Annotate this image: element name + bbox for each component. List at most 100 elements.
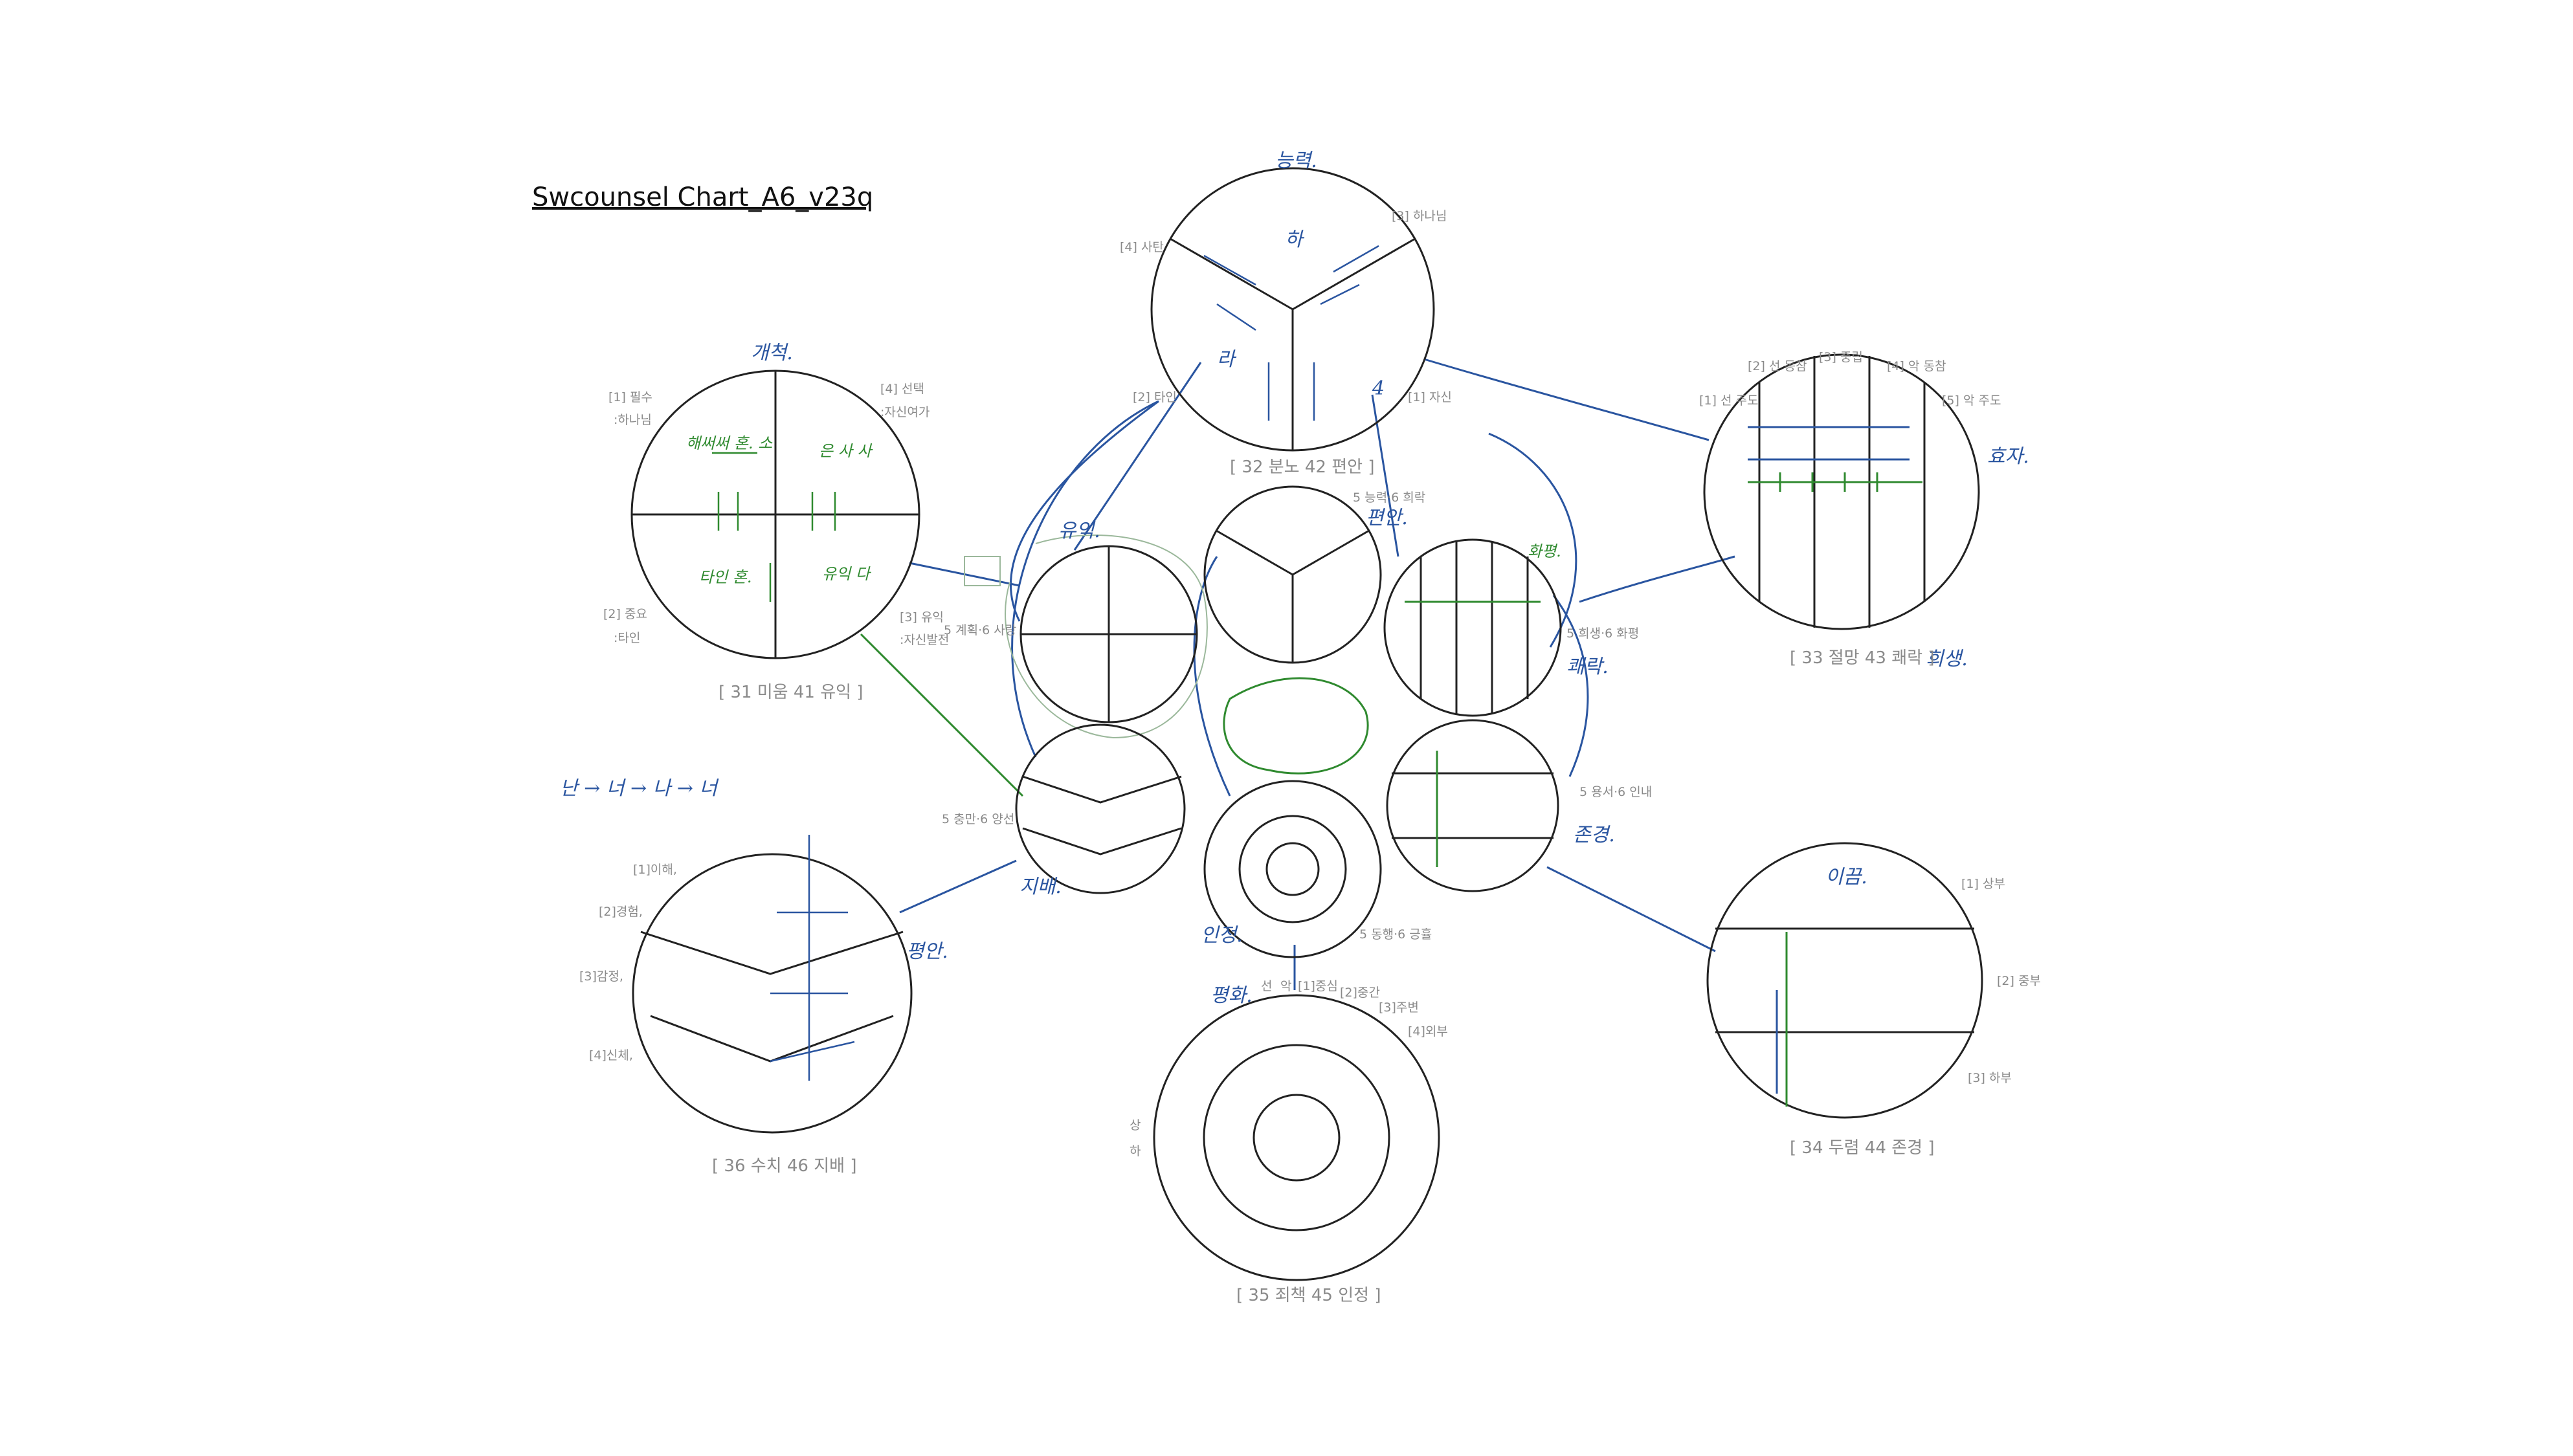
diagram-label: 편안. — [1366, 507, 1408, 529]
chart-31-top-label: 개척. — [751, 342, 793, 364]
small-box — [964, 556, 1001, 586]
connector-lines-green — [860, 633, 1369, 797]
diagram-label: [1] 상부 — [1961, 877, 2005, 891]
chart-35-top-label: 평화. — [1210, 984, 1253, 1007]
chart-36-note: 난 → 너 → 나 → 너 — [560, 777, 719, 800]
diagram-label: 유익 다 — [822, 565, 872, 583]
diagram-label: 유익. — [1058, 520, 1100, 542]
diagram-label: [3]감정, — [579, 969, 623, 984]
mid-cluster: 5 능력·6 희락 5 계획·6 사랑 5 희생·6 화평 5 충만·6 양선 … — [942, 485, 1652, 958]
diagram-label: [4] 사탄 — [1120, 240, 1164, 254]
scribble-green — [1223, 677, 1369, 775]
diagram-label: [4]외부 — [1408, 1024, 1448, 1039]
connector-lines — [899, 358, 1735, 990]
arrow-loop-right — [1488, 432, 1577, 648]
diagram-label: [1] 자신 — [1408, 390, 1452, 404]
chart-36-circle — [632, 853, 913, 1134]
diagram-label: [4] 선택 — [880, 382, 924, 396]
chart-33-under-label: 희생. — [1926, 648, 1968, 670]
diagram-label: [4] 악 동참 — [1887, 359, 1946, 373]
arrow-c34-to-mid — [1546, 866, 1716, 953]
diagram-label: :자신여가 — [880, 405, 930, 419]
diagram-label: [1]이해, — [633, 863, 677, 877]
diagram-label: 해써써 혼. 소 — [686, 434, 773, 452]
diagram-label: [3]주변 — [1379, 1000, 1419, 1015]
diagram-label: [3] 유익 — [900, 610, 944, 624]
diagram-label: [1]중심 — [1298, 979, 1338, 993]
diagram-label: [5] 악 주도 — [1942, 393, 2001, 408]
chart-36-side-label: 평안. — [906, 940, 948, 963]
arrow-loop-left2 — [1193, 556, 1231, 797]
diagram-label: 지배. — [1019, 876, 1062, 898]
chart-34: 이끔. [1] 상부 [2] 중부 [3] 하부 [ 34 두렴 44 존경 ] — [1706, 842, 2041, 1158]
diagram-label: 5 동행·6 긍휼 — [1359, 927, 1432, 942]
chart-33-circle — [1703, 353, 1980, 630]
arrow-mid-to-c32-left — [1009, 400, 1159, 622]
diagram-label: 인정. — [1201, 924, 1243, 947]
arrow-mid-to-c32-right — [1371, 394, 1399, 557]
chart-33: 효자. 희생. [2] 선 동참 [3] 중립 [4] 악 동참 [1] 선 주… — [1699, 350, 2029, 670]
chart-34-top-label: 이끔. — [1825, 866, 1867, 888]
chart-36: 평안. 난 → 너 → 나 → 너 [1]이해, [2]경험, [3]감정, [… — [560, 777, 948, 1176]
chart-35: 평화. 선 악 [1]중심 [2]중간 [3]주변 [4]외부 상 하 [ 35… — [1130, 979, 1448, 1305]
chart-31-caption: [ 31 미움 41 유익 ] — [718, 683, 863, 702]
diagram-label: 5 충만·6 양선 — [942, 812, 1014, 826]
diagram-label: 5 능력·6 희락 — [1353, 491, 1425, 505]
page-title: Swcounsel Chart_A6_v23q — [532, 182, 874, 212]
diagram-label: 하 — [1130, 1144, 1141, 1158]
arrow-loop-right2 — [1552, 595, 1589, 777]
diagram-label: [2]중간 — [1340, 986, 1380, 1000]
diagram-label: [2]경험, — [599, 905, 643, 919]
diagram-label: [3] 하부 — [1968, 1071, 2012, 1085]
diagram-label: :자신발전 — [900, 633, 949, 647]
arrow-c32-left-loop — [1011, 400, 1159, 758]
diagram-label: :타인 — [614, 631, 640, 645]
diagram-label: 타인 혼. — [699, 568, 752, 586]
diagram-label: 악 — [1280, 979, 1291, 993]
chart-35-circle — [1153, 994, 1440, 1281]
mid-chart-bottom — [1203, 780, 1382, 958]
diagram-label: 하 — [1285, 228, 1305, 251]
connector-lines-gray — [964, 535, 1208, 739]
arrow-green-c31 — [860, 633, 1024, 797]
arrow-c33-to-c32 — [1423, 358, 1710, 441]
chart-35-caption: [ 35 죄책 45 인정 ] — [1236, 1286, 1381, 1305]
diagram-label: 상 — [1130, 1118, 1141, 1132]
diagram-label: 존경. — [1573, 824, 1615, 846]
arrow-mid-to-c33 — [1579, 555, 1735, 603]
mid-chart-lower-right — [1386, 719, 1559, 892]
diagram-label: 5 희생·6 화평 — [1566, 626, 1639, 641]
diagram-label: 은 사 사 — [819, 442, 873, 460]
diagram-label: [1] 필수 — [608, 390, 652, 404]
diagram-label: 5 용서·6 인내 — [1579, 785, 1652, 799]
diagram-label: 선 — [1261, 979, 1272, 993]
diagram-label: :하나님 — [614, 413, 652, 427]
diagram-label: [1] 선 주도 — [1699, 393, 1758, 408]
chart-32: 하 라 4 능력. [4] 사탄 [3] 하나님 [2] 타인 [1] 자신 [… — [1120, 149, 1452, 477]
diagram-label: 화평. — [1528, 542, 1561, 560]
diagram-label: [2] 중요 — [603, 607, 647, 621]
scribble-gray — [1005, 535, 1208, 739]
diagram-label: [3] 하나님 — [1392, 209, 1447, 223]
mid-chart-lower-left — [1015, 723, 1186, 894]
chart-33-side-label: 효자. — [1987, 445, 2029, 468]
chart-31: 해써써 혼. 소 은 사 사 타인 혼. 유익 다 개척. [1] 필수 :하나… — [603, 342, 949, 702]
chart-32-caption: [ 32 분노 42 편안 ] — [1230, 458, 1374, 477]
diagram-label: 5 계획·6 사랑 — [944, 623, 1016, 637]
diagram-label: [2] 선 동참 — [1748, 359, 1807, 373]
diagram-label: 라 — [1217, 348, 1237, 371]
diagram-label: [4]신체, — [589, 1048, 633, 1063]
diagram-label: 쾌락. — [1566, 656, 1609, 678]
chart-36-caption: [ 36 수치 46 지배 ] — [712, 1156, 856, 1176]
mid-chart-right — [1383, 538, 1562, 717]
chart-32-top-label: 능력. — [1275, 149, 1317, 172]
arrow-mid-to-c36 — [899, 859, 1017, 914]
chart-33-caption: [ 33 절망 43 쾌락 ] — [1790, 648, 1934, 668]
diagram-label: [2] 타인 — [1133, 390, 1177, 404]
diagram-label: [2] 중부 — [1997, 974, 2041, 988]
chart-34-circle — [1706, 842, 1983, 1119]
diagram-label: 4 — [1372, 377, 1385, 400]
diagram-label: [3] 중립 — [1819, 350, 1863, 364]
chart-34-caption: [ 34 두렴 44 존경 ] — [1790, 1138, 1934, 1158]
